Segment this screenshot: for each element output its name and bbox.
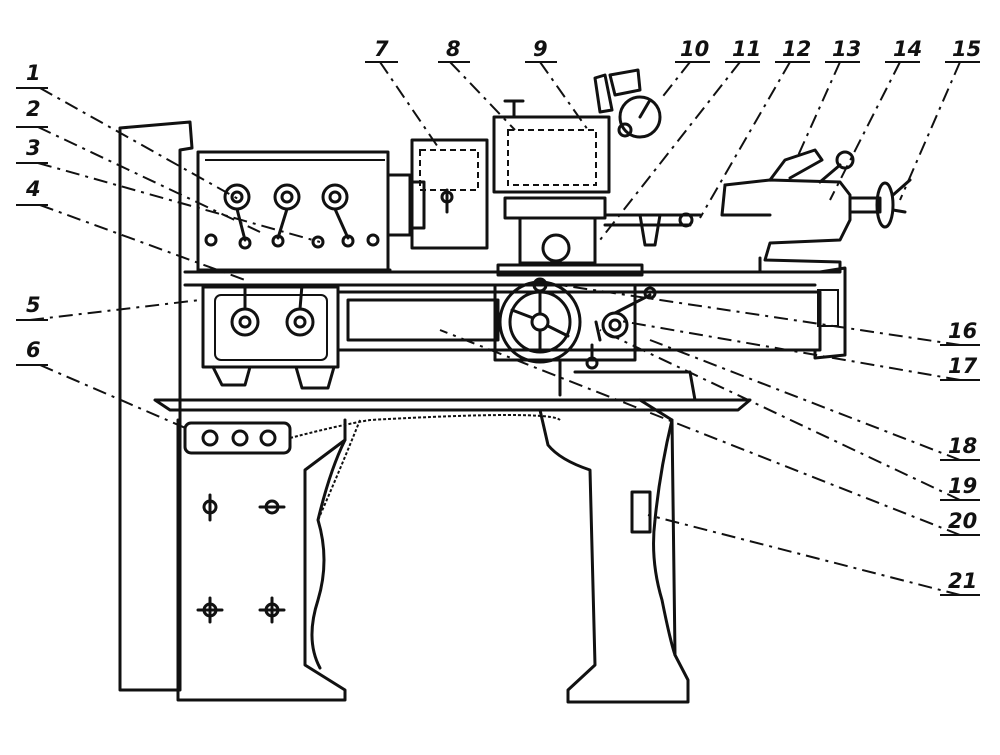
right-leg (538, 398, 690, 704)
power-cable (289, 414, 561, 521)
speed-knobs (204, 183, 380, 250)
callout-16: 16 (948, 319, 977, 343)
chip-tray (153, 398, 752, 412)
bed-end-plate (817, 289, 839, 327)
work-lamp (593, 68, 662, 139)
callout-4: 4 (25, 177, 41, 201)
callout-14: 14 (893, 37, 922, 61)
left-column (118, 120, 194, 692)
callout-6: 6 (26, 338, 41, 362)
callout-8: 8 (446, 37, 461, 61)
cabinet-knobs (196, 493, 286, 624)
callout-underlines (16, 61, 980, 596)
callout-1: 1 (26, 61, 41, 85)
control-box (183, 421, 292, 455)
motor-box-panel (419, 149, 479, 191)
feed-box-inner (214, 294, 328, 361)
cross-slide (503, 196, 607, 220)
callout-13: 13 (832, 37, 861, 61)
callout-7: 7 (374, 37, 389, 61)
motor-box (410, 138, 489, 250)
carriage-handwheel (498, 277, 582, 364)
callout-17: 17 (948, 354, 978, 378)
right-leg-inner (652, 418, 677, 657)
tailstock (723, 178, 852, 274)
headstock (196, 150, 390, 272)
left-cabinet (176, 418, 347, 702)
feed-box (201, 285, 340, 369)
callouts: 1 2 3 4 5 6 7 8 9 10 11 12 13 14 15 16 1… (25, 37, 981, 593)
spindle-chuck (408, 180, 426, 230)
callout-5: 5 (26, 293, 41, 317)
callout-12: 12 (782, 37, 811, 61)
callout-11: 11 (732, 37, 761, 61)
callout-2: 2 (26, 97, 41, 121)
callout-18: 18 (948, 434, 977, 458)
callout-21: 21 (948, 569, 977, 593)
leg-access-panel (630, 490, 652, 534)
callout-20: 20 (948, 509, 977, 533)
callout-15: 15 (952, 37, 981, 61)
spindle-housing (386, 173, 412, 237)
bed-front-panel (346, 298, 500, 342)
leader-lines (29, 61, 961, 596)
tool-guard (492, 115, 611, 194)
carriage-saddle (518, 216, 597, 265)
callout-10: 10 (680, 37, 709, 61)
callout-9: 9 (533, 37, 548, 61)
guard-window (507, 129, 597, 186)
callout-3: 3 (26, 136, 41, 160)
callout-19: 19 (948, 474, 977, 498)
cabinet-cutout (310, 438, 347, 670)
